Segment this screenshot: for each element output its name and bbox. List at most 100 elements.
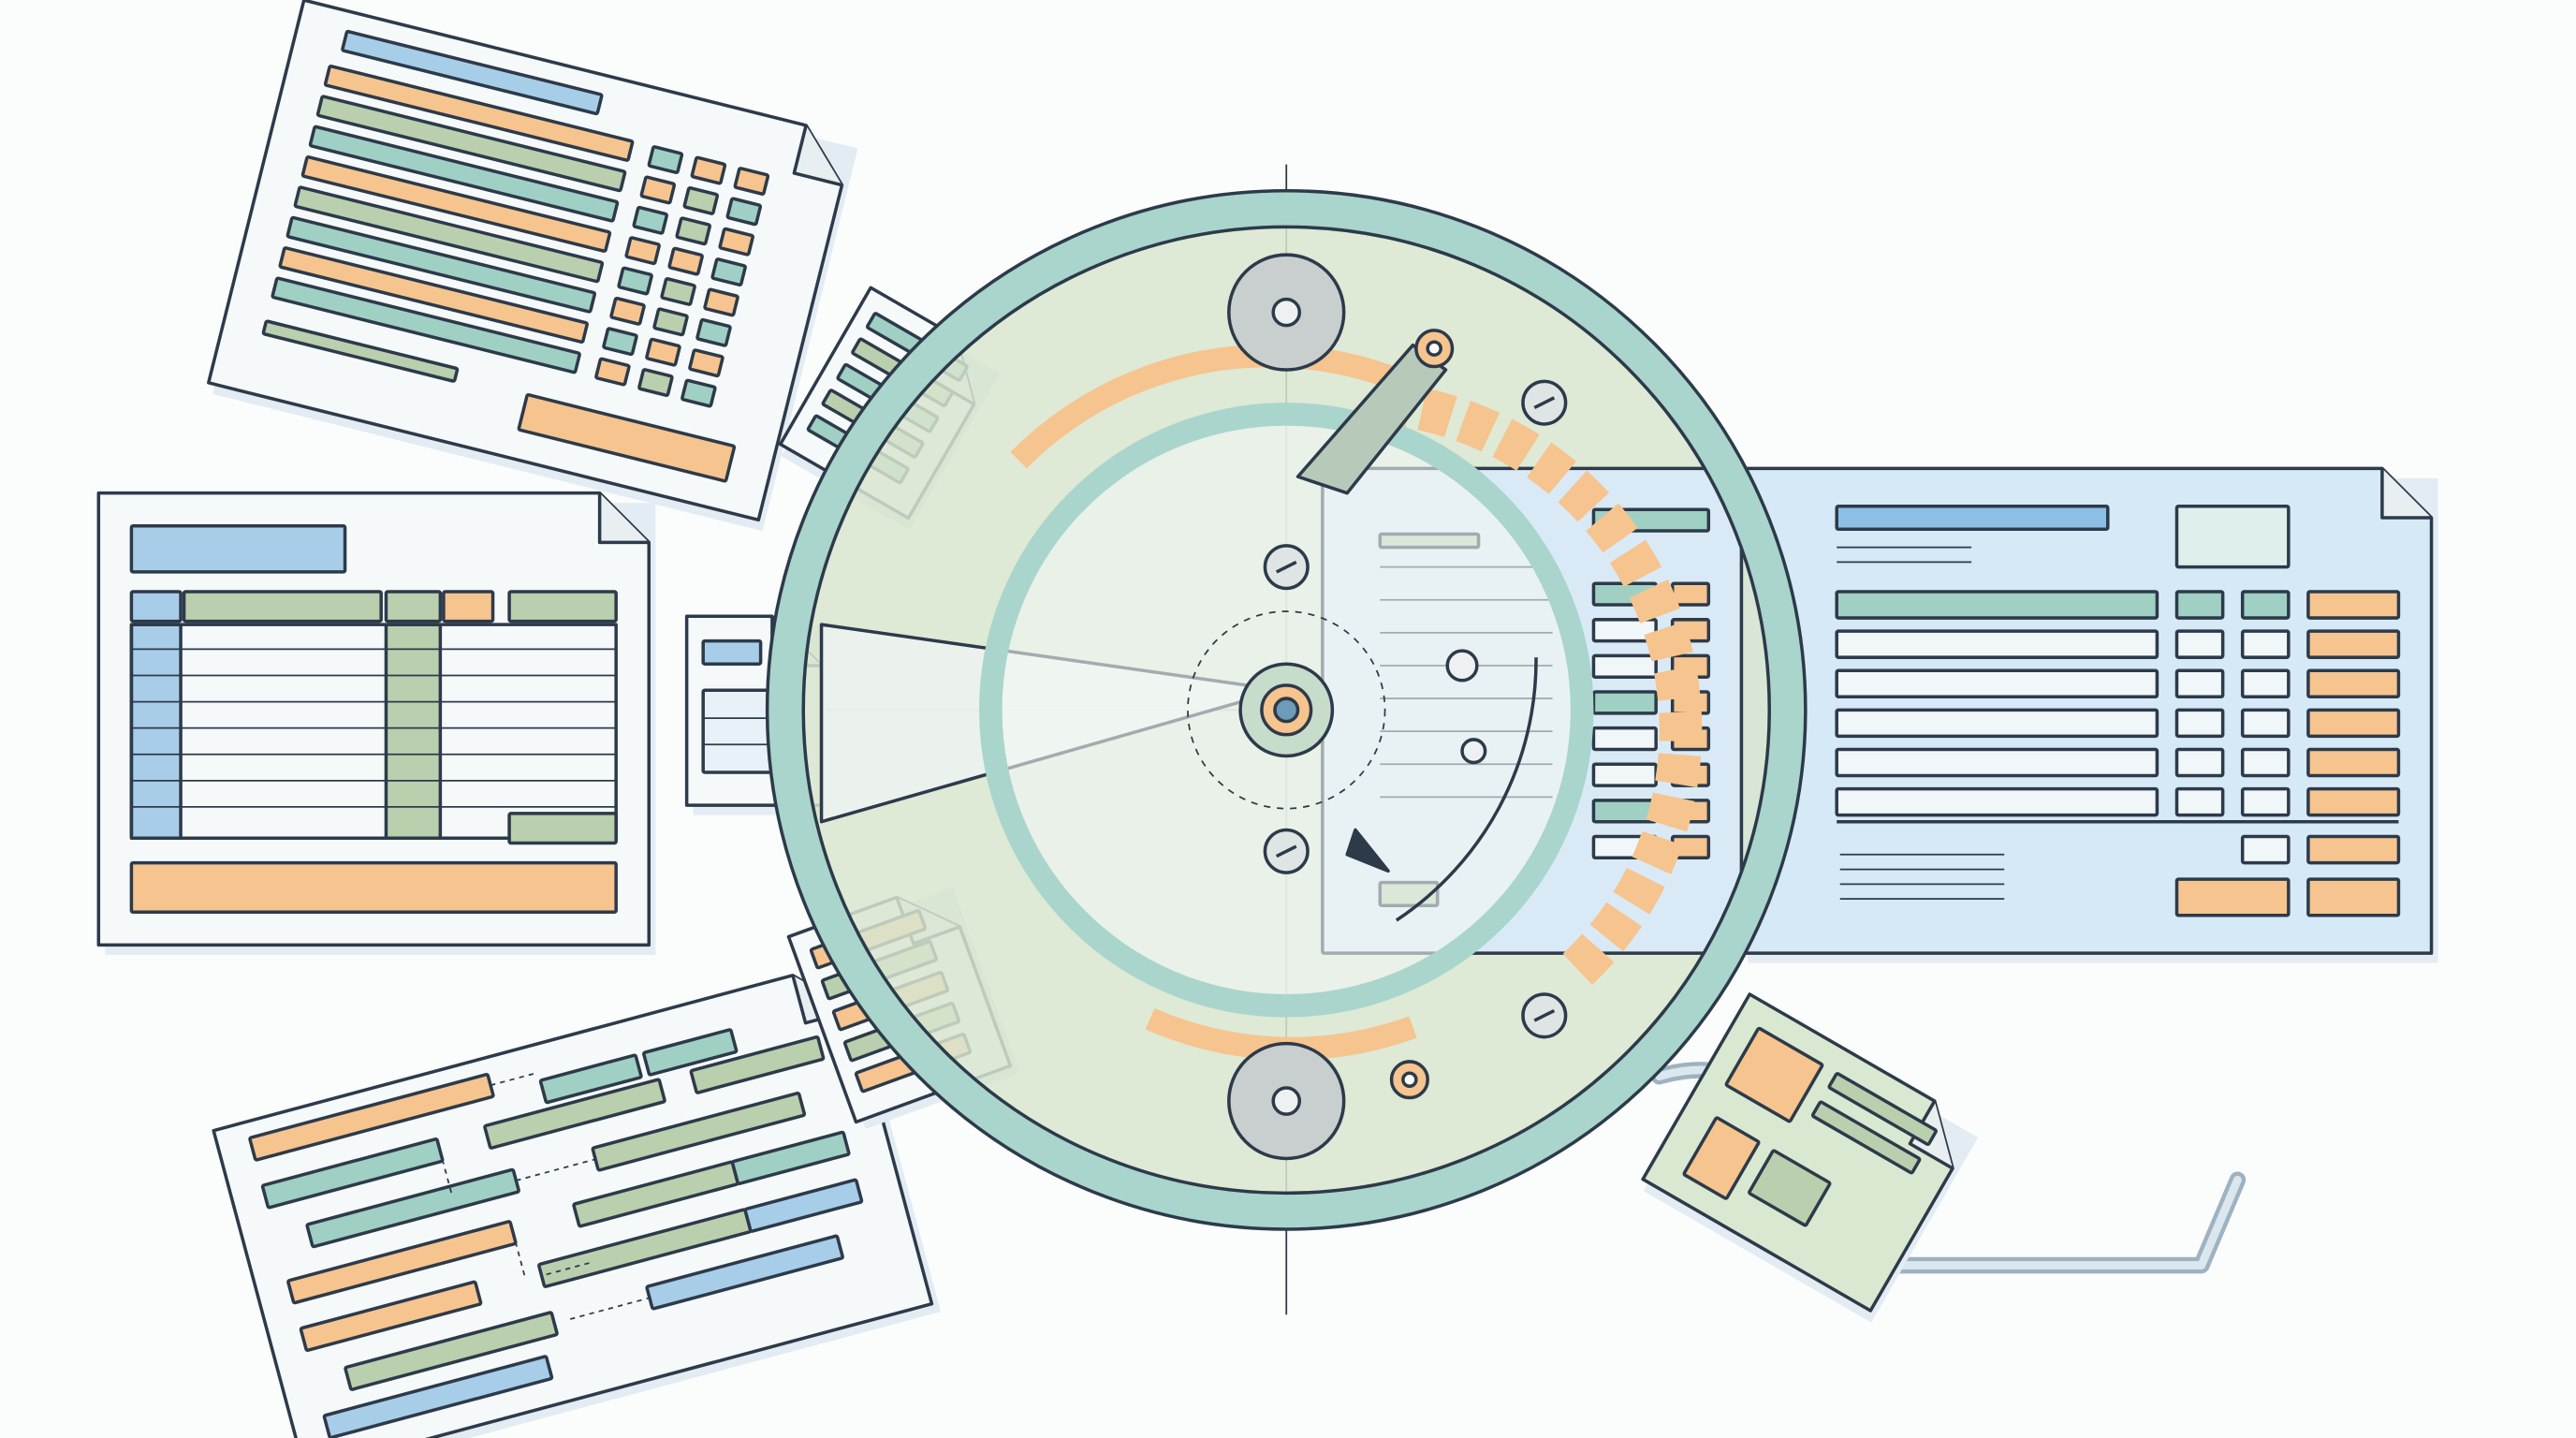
- total-cell: [2240, 834, 2291, 865]
- arrow-head-icon: [1345, 828, 1390, 873]
- bolt-slot: [1533, 396, 1556, 409]
- row-bar: [271, 276, 581, 374]
- cell: [2174, 590, 2225, 620]
- gear-arc-top: [1010, 344, 1418, 469]
- cell: [725, 197, 763, 227]
- flow-box: [248, 1073, 495, 1162]
- panel-cell-highlight: [1670, 581, 1711, 607]
- sheet-paper: [1641, 992, 1954, 1313]
- flowchart-sheet-bottom-left: [212, 970, 941, 1438]
- flow-box: [344, 1311, 559, 1391]
- cell: [675, 216, 711, 246]
- folded-corner: [597, 492, 650, 545]
- cell: [637, 368, 674, 397]
- cell: [695, 317, 732, 347]
- cell: [2240, 786, 2291, 817]
- hub-axle: [1273, 697, 1300, 724]
- cell: [2174, 708, 2225, 739]
- folded-corner: [792, 125, 842, 187]
- cell-highlight: [2306, 708, 2401, 739]
- outer-ring: [767, 190, 1806, 1229]
- subtotal-cell: [507, 812, 618, 845]
- bearing-center: [1401, 1071, 1418, 1089]
- cell-highlight: [2306, 747, 2401, 778]
- flow-box: [286, 1220, 518, 1305]
- row-bar: [1835, 590, 2159, 620]
- flow-box: [743, 1178, 864, 1233]
- row-bar: [1835, 786, 2159, 817]
- cell-highlight: [2306, 786, 2401, 817]
- cell: [647, 145, 684, 175]
- row-bar: [285, 215, 597, 314]
- cell: [594, 357, 631, 387]
- cell: [660, 277, 696, 306]
- cell: [690, 155, 727, 185]
- spreadsheet-sheet-left: [96, 491, 656, 955]
- spreadsheet-document-right: [1739, 466, 2438, 963]
- pulley-axle: [1271, 297, 1302, 328]
- cell: [639, 175, 677, 205]
- flow-box: [260, 1137, 445, 1210]
- flow-box: [299, 1280, 483, 1353]
- cell: [667, 246, 704, 276]
- bolt-slot: [1275, 844, 1297, 858]
- spreadsheet-sheet-top-left: [207, 0, 858, 532]
- summary-box: [2174, 504, 2291, 569]
- cell: [2174, 668, 2225, 699]
- receipt-line: [1827, 1072, 1938, 1146]
- flow-box: [483, 1078, 666, 1150]
- cell: [632, 205, 669, 235]
- cell: [2240, 629, 2291, 659]
- cell: [645, 337, 681, 367]
- header-cell: [384, 590, 443, 624]
- row-bar: [323, 64, 635, 162]
- grand-total-cell: [2306, 877, 2401, 917]
- cell: [624, 236, 661, 266]
- grand-total-cell: [2174, 877, 2291, 917]
- cell: [2174, 747, 2225, 778]
- cell: [602, 327, 638, 357]
- footer-bar: [261, 319, 460, 383]
- cell: [2240, 668, 2291, 699]
- panel-cell: [1591, 653, 1658, 679]
- panel-cell: [1591, 726, 1658, 752]
- cell: [2240, 708, 2291, 739]
- flow-box: [689, 1035, 826, 1094]
- small-pivot-icon: [1445, 649, 1479, 682]
- outer-ring-edge: [765, 188, 1808, 1231]
- header-cell: [182, 590, 383, 624]
- title-bar: [129, 524, 347, 574]
- cell: [652, 307, 689, 337]
- title-bar: [1835, 504, 2110, 532]
- header-cell: [129, 590, 183, 624]
- row-bar: [1835, 629, 2159, 659]
- total-bar: [517, 393, 737, 483]
- header-cell: [507, 590, 618, 624]
- bolt-slot: [1275, 560, 1297, 574]
- row-bar: [1835, 668, 2159, 699]
- inspection-ring-mechanism: [765, 188, 1808, 1231]
- pulley-axle: [1271, 1086, 1302, 1116]
- cell: [733, 167, 770, 196]
- panel-cell: [1591, 618, 1658, 643]
- cell: [703, 287, 739, 317]
- cell: [688, 348, 724, 378]
- cell: [2240, 590, 2291, 620]
- outer-ring-inner-edge: [801, 225, 1771, 1196]
- row-bar: [300, 155, 612, 253]
- header-bar: [701, 638, 763, 666]
- receipt-line: [1810, 1100, 1922, 1175]
- header-cell: [442, 590, 495, 624]
- header-bar: [341, 29, 604, 116]
- cell-highlight: [2306, 629, 2401, 659]
- inner-dashed-circle: [1187, 610, 1386, 810]
- receipt-sheet: [1641, 992, 1979, 1323]
- table-frame: [129, 623, 618, 840]
- lever-arm: [1295, 343, 1448, 495]
- cell: [710, 257, 747, 287]
- row-bar: [308, 125, 620, 223]
- cell: [682, 185, 720, 215]
- curved-arrow-path: [1395, 657, 1538, 922]
- cell-highlight: [2306, 668, 2401, 699]
- row-bar: [1835, 708, 2159, 739]
